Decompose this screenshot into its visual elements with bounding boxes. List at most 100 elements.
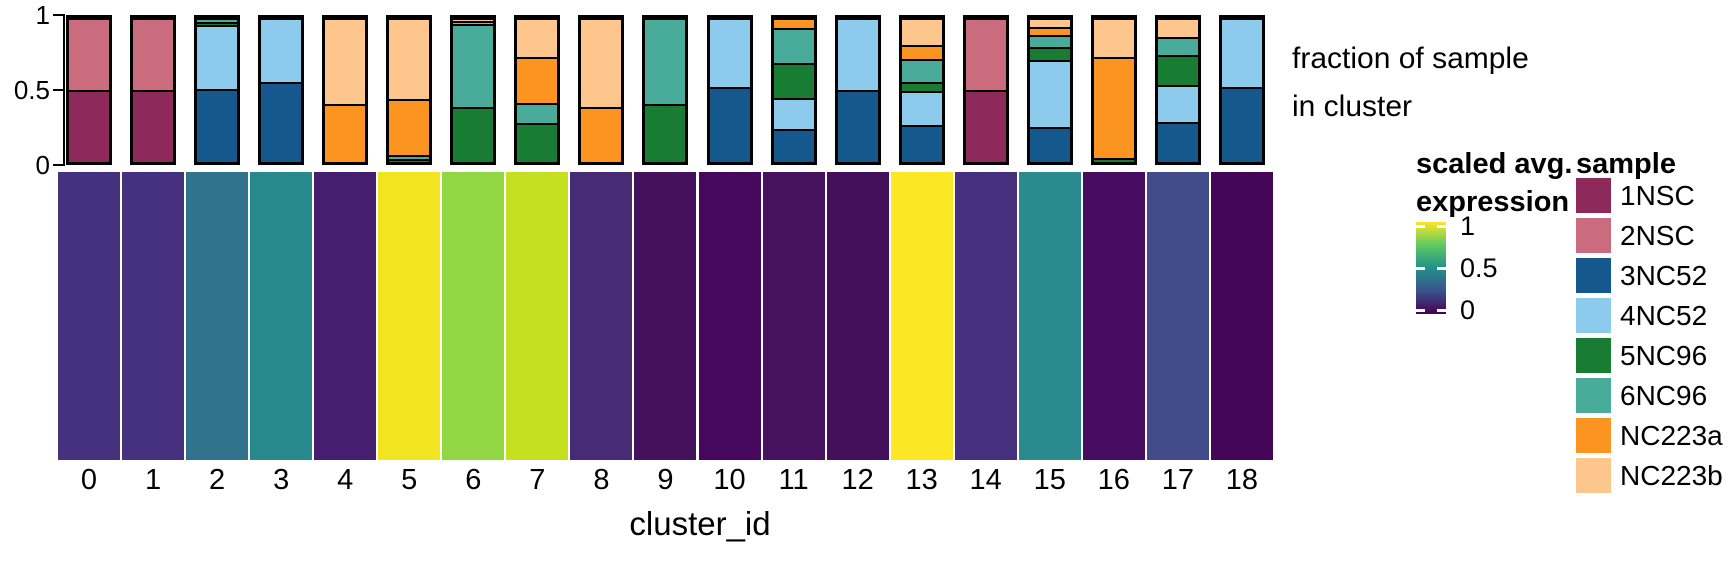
legend-label: NC223a	[1620, 419, 1723, 451]
colorbar-title-line1: scaled avg.	[1416, 148, 1573, 180]
x-tick-label-14: 14	[969, 464, 1002, 496]
legend-swatch-4NC52	[1576, 298, 1611, 333]
x-tick-label-16: 16	[1097, 464, 1130, 496]
x-tick-label-11: 11	[778, 464, 809, 496]
stacked-bar-cluster-12	[834, 15, 881, 165]
bar-segment-3NC52	[197, 88, 238, 162]
legend-label: 3NC52	[1620, 259, 1708, 291]
bar-segment-NC223b	[325, 18, 366, 104]
stacked-bar-cluster-4	[322, 15, 369, 165]
bar-segment-5NC96	[517, 123, 558, 162]
bar-segment-2NSC	[133, 18, 174, 90]
x-tick-label-4: 4	[337, 464, 354, 496]
bar-segment-3NC52	[901, 124, 942, 162]
legend-swatch-5NC96	[1576, 338, 1611, 373]
heatmap-tile-cluster-0	[58, 172, 120, 460]
heatmap-tile-cluster-2	[186, 172, 249, 460]
bar-segment-6NC96	[645, 18, 686, 105]
bar-segment-NC223b	[901, 18, 942, 46]
stacked-bar-cluster-1	[130, 15, 177, 165]
x-tick-label-15: 15	[1033, 464, 1066, 496]
bar-segment-NC223b	[389, 18, 430, 100]
heatmap-tile-cluster-11	[762, 172, 825, 460]
x-tick-label-7: 7	[529, 464, 546, 496]
heatmap-tile-cluster-1	[122, 172, 185, 460]
legend-item-3NC52: 3NC52	[1576, 258, 1728, 293]
stacked-bar-cluster-9	[642, 15, 689, 165]
y-tick-mark	[53, 89, 65, 91]
bar-segment-3NC52	[261, 82, 302, 162]
colorbar-tick-dash	[1437, 224, 1446, 228]
bar-segment-NC223b	[1157, 18, 1198, 38]
heatmap-tile-cluster-4	[314, 172, 377, 460]
legend-swatch-3NC52	[1576, 258, 1611, 293]
bar-segment-6NC96	[197, 18, 238, 22]
x-tick-label-13: 13	[905, 464, 938, 496]
x-axis-title: cluster_id	[629, 505, 771, 542]
heatmap-tile-cluster-5	[378, 172, 441, 460]
bar-segment-5NC96	[197, 21, 238, 26]
bar-segment-4NC52	[837, 18, 878, 90]
bar-segment-6NC96	[1157, 37, 1198, 55]
bar-segment-3NC52	[1157, 121, 1198, 162]
bar-segment-6NC96	[517, 102, 558, 124]
bar-segment-NC223a	[581, 107, 622, 162]
colorbar-tick-dash	[1437, 308, 1446, 312]
bar-segment-NC223a	[517, 56, 558, 103]
bar-segment-NC223b	[1093, 18, 1134, 57]
bar-segment-NC223a	[1029, 26, 1070, 36]
stacked-bar-cluster-2	[194, 15, 241, 165]
legend-item-NC223b: NC223b	[1576, 458, 1728, 493]
bar-segment-5NC96	[389, 159, 430, 162]
stacked-bar-cluster-18	[1218, 15, 1265, 165]
colorbar-tick-label: 0.5	[1460, 253, 1498, 283]
legend-item-6NC96: 6NC96	[1576, 378, 1728, 413]
heatmap-tile-cluster-13	[890, 172, 953, 460]
stacked-bar-cluster-11	[770, 15, 817, 165]
legend-swatch-NC223a	[1576, 418, 1611, 453]
fraction-caption-line1: fraction of sample	[1292, 42, 1529, 75]
x-tick-label-1: 1	[144, 464, 162, 496]
heatmap-tile-cluster-12	[826, 172, 889, 460]
x-tick-label-18: 18	[1225, 464, 1259, 496]
bar-segment-NC223a	[453, 20, 494, 25]
y-tick-mark	[53, 164, 65, 166]
heatmap-tile-cluster-15	[1018, 172, 1081, 460]
legend-label: NC223b	[1620, 459, 1723, 491]
bar-segment-5NC96	[645, 104, 686, 162]
bar-segment-5NC96	[773, 63, 814, 98]
x-tick-label-0: 0	[80, 464, 98, 496]
colorbar-tick-label: 1	[1460, 211, 1476, 241]
bar-segment-NC223a	[325, 103, 366, 162]
legend-label: 6NC96	[1620, 379, 1708, 411]
x-tick-label-3: 3	[273, 464, 290, 496]
bar-segment-NC223b	[1029, 18, 1070, 27]
bar-segment-3NC52	[1221, 87, 1262, 162]
bar-segment-NC223a	[773, 18, 814, 29]
colorbar-title-line2: expression	[1416, 186, 1570, 218]
heatmap-tile-cluster-6	[442, 172, 505, 460]
bar-segment-6NC96	[453, 24, 494, 107]
bar-segment-1NSC	[69, 90, 109, 162]
heatmap-tile-cluster-8	[570, 172, 633, 460]
x-tick-label-8: 8	[593, 464, 610, 496]
bar-segment-NC223a	[901, 45, 942, 60]
heatmap-tile-cluster-16	[1082, 172, 1145, 460]
bar-segment-6NC96	[773, 28, 814, 64]
y-tick-label: 1	[35, 0, 50, 30]
bar-segment-4NC52	[709, 18, 750, 88]
stacked-bar-cluster-7	[514, 15, 561, 165]
y-tick-mark	[53, 14, 65, 16]
x-tick-label-6: 6	[465, 464, 482, 496]
colorbar-tick-dash	[1416, 308, 1425, 312]
bar-segment-2NSC	[965, 18, 1006, 90]
expression-heatmap-panel	[58, 172, 1275, 460]
y-tick-label: 0	[35, 150, 50, 180]
legend-swatch-6NC96	[1576, 378, 1611, 413]
bar-segment-2NSC	[69, 18, 109, 90]
stacked-bar-cluster-17	[1154, 15, 1201, 165]
bar-segment-6NC96	[389, 154, 430, 160]
legend-swatch-NC223b	[1576, 458, 1611, 493]
sample-legend-title: sample	[1576, 148, 1676, 180]
stacked-bar-cluster-0	[66, 15, 112, 165]
